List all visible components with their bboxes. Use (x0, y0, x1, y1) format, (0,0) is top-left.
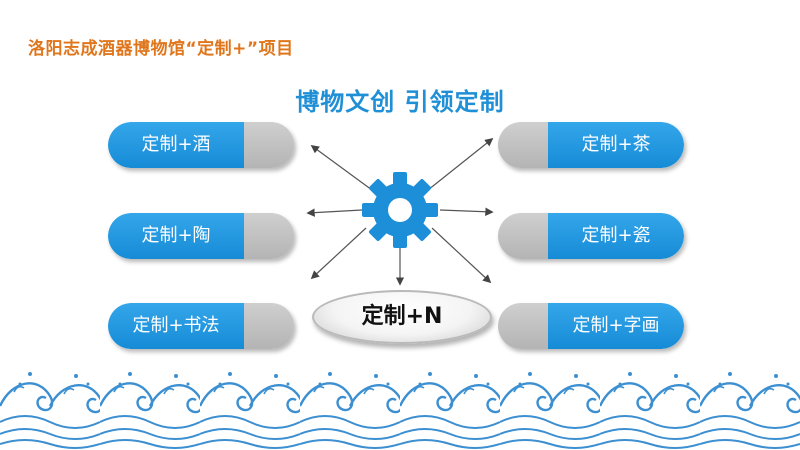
arrow-to-left-top (310, 145, 373, 191)
ocean-waves-decoration (0, 362, 800, 450)
node-right-3: 定制+字画 (498, 303, 684, 349)
node-left-3-label: 定制+书法 (108, 303, 244, 349)
main-title: 博物文创 引领定制 (295, 88, 505, 116)
page-header-title: 洛阳志成酒器博物馆“定制+”项目 (28, 39, 294, 59)
node-right-2: 定制+瓷 (498, 213, 684, 259)
node-right-2-label: 定制+瓷 (548, 213, 684, 259)
arrow-to-left-mid (306, 208, 363, 217)
arrow-to-right-mid (439, 207, 494, 216)
node-right-1: 定制+茶 (498, 122, 684, 168)
arrow-to-right-bottom (431, 227, 492, 284)
node-left-2-label: 定制+陶 (108, 213, 244, 259)
arrow-to-left-bottom (310, 227, 367, 280)
node-left-1-label: 定制+酒 (108, 122, 244, 168)
node-left-3: 定制+书法 (108, 303, 294, 349)
node-left-2: 定制+陶 (108, 213, 294, 259)
arrow-to-right-top (427, 137, 494, 191)
node-right-1-label: 定制+茶 (548, 122, 684, 168)
gear-icon (350, 160, 450, 260)
node-left-1: 定制+酒 (108, 122, 294, 168)
center-node: 定制+N (312, 290, 492, 344)
node-right-3-label: 定制+字画 (548, 303, 684, 349)
